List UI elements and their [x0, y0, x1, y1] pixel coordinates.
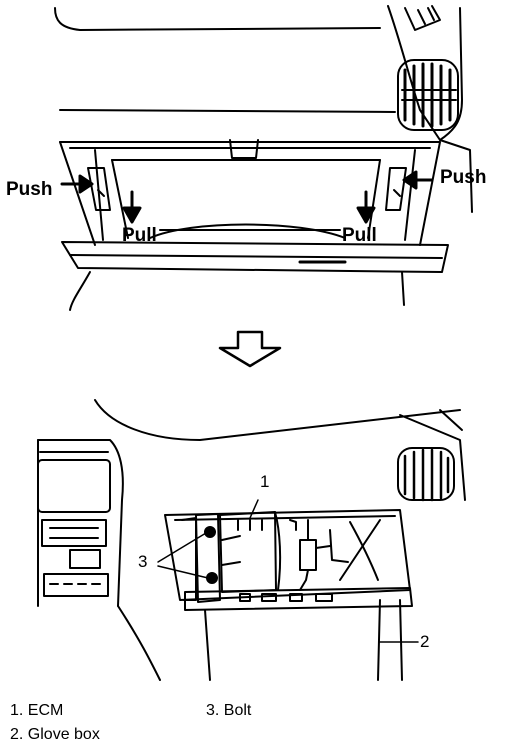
center-console	[37, 439, 124, 607]
legend-glovebox: 2. Glove box	[10, 726, 100, 743]
stopper-right	[385, 167, 407, 211]
callout-ecm: 1	[260, 472, 270, 491]
callout-bolt: 3	[138, 552, 148, 571]
ecm-unit	[219, 511, 282, 593]
legend-ecm: 1. ECM	[10, 702, 64, 719]
pull-arrow-left	[122, 190, 142, 224]
transition-arrow-icon	[218, 330, 282, 368]
legend-bolt: 3. Bolt	[206, 702, 252, 719]
ecm-bracket	[181, 513, 221, 603]
pull-arrow-right	[356, 190, 376, 224]
glove-box-shelf	[184, 587, 413, 611]
air-vent-top	[397, 59, 459, 131]
push-arrow-right	[402, 170, 434, 190]
push-arrow-left	[60, 174, 94, 194]
push-label-right: Push	[440, 167, 487, 188]
push-label-left: Push	[6, 179, 53, 200]
glove-box-opening	[59, 139, 441, 246]
leader-line-bolt	[157, 532, 209, 579]
dashboard-top-outline	[54, 5, 473, 213]
dash-lower-lines-top	[69, 271, 405, 311]
leader-line-ecm	[249, 499, 259, 519]
glove-box-inner-walls	[111, 159, 381, 239]
connector-harness	[289, 519, 331, 591]
corner-detail-top	[404, 5, 441, 31]
bolt-icon	[204, 526, 218, 584]
pull-label-left: Pull	[122, 225, 157, 246]
air-vent-bottom	[397, 447, 455, 502]
glove-box-cavity	[164, 509, 411, 601]
dash-lower-lines-bottom	[117, 599, 403, 681]
stopper-left	[87, 167, 111, 211]
pull-label-right: Pull	[342, 225, 377, 246]
dashboard-bottom-outline	[94, 399, 466, 501]
glove-box-lid	[61, 241, 449, 273]
callout-glovebox: 2	[420, 632, 430, 651]
